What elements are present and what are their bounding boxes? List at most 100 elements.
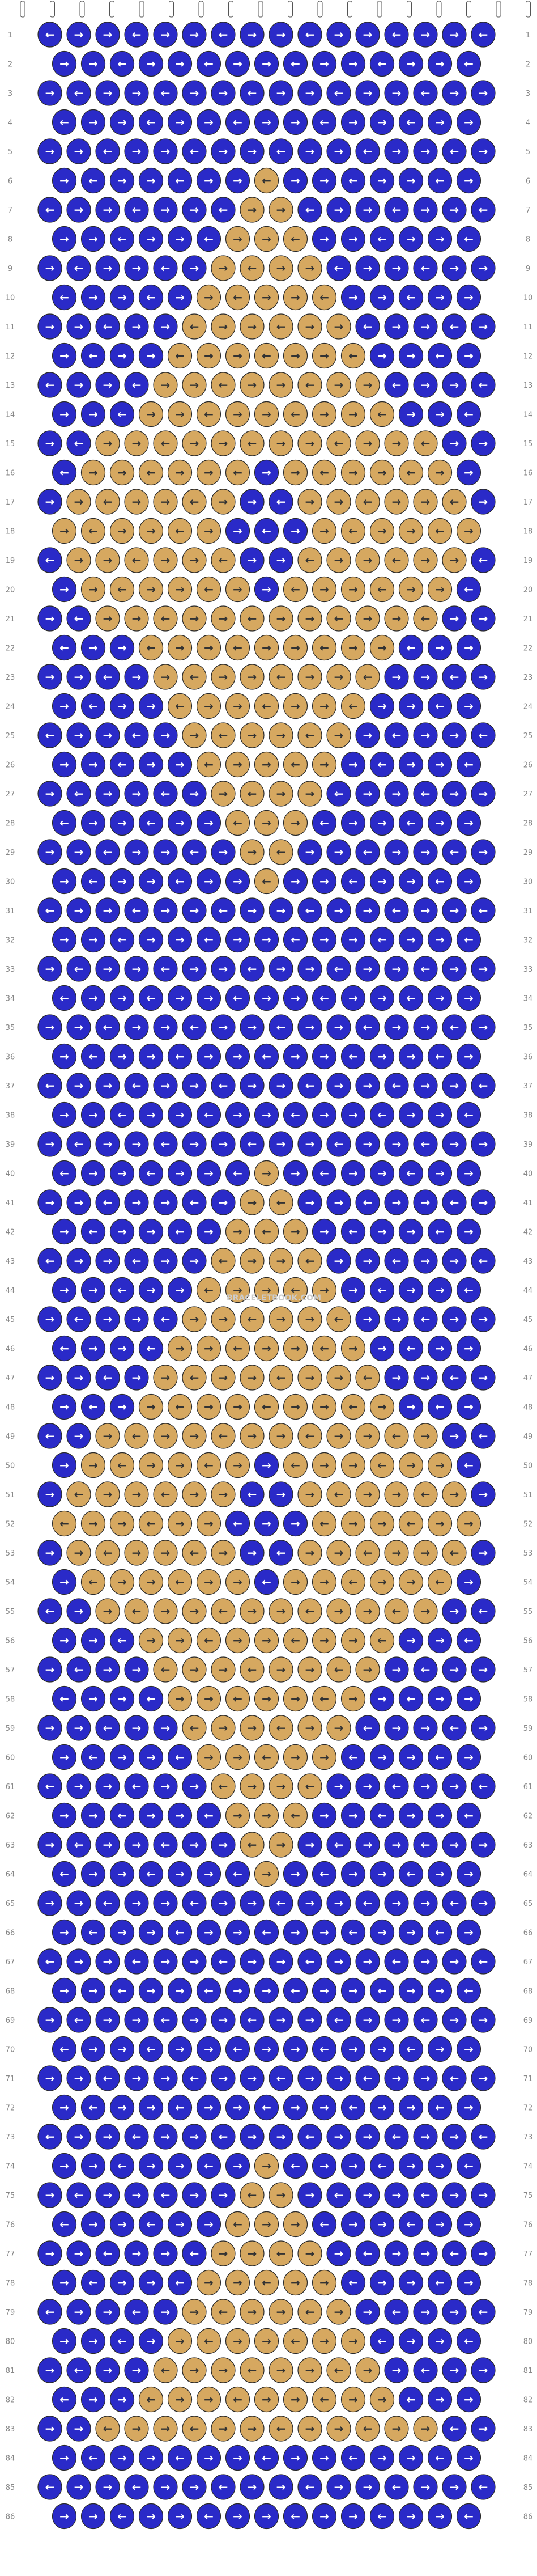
knot: → [413,2240,438,2266]
knot: → [52,1569,77,1595]
knot-arrow-icon: → [59,1459,69,1472]
knot: → [340,1685,366,1712]
knot-circle [355,22,380,48]
knot-circle [471,255,496,281]
knot-arrow-icon: → [175,2043,185,2056]
knot-arrow-icon: → [204,116,214,129]
knot-arrow-icon: → [377,466,387,480]
knot: → [124,138,149,164]
knot: → [80,1802,106,1829]
knot-arrow-icon: → [117,349,127,363]
knot-circle [240,1948,265,1975]
knot-arrow-icon: → [377,524,387,538]
knot-arrow-icon: → [276,1604,286,1618]
knot: → [153,22,178,48]
knot-circle [384,1248,409,1274]
knot-arrow-icon: ← [45,1079,55,1092]
knot: → [312,226,337,252]
knot-circle [109,1861,135,1887]
row-number-left: 75 [6,2192,15,2200]
knot-arrow-icon: → [103,962,113,976]
knot-circle [124,547,149,573]
knot: ← [384,547,409,573]
knot: → [95,1248,120,1274]
knot-arrow-icon: → [435,641,445,655]
knot: ← [240,80,265,106]
row-number-right: 77 [523,2250,533,2259]
knot-arrow-icon: → [248,845,257,859]
thread-top [79,1,85,18]
knot: ← [369,1101,395,1128]
knot: → [138,342,164,369]
knot-arrow-icon: → [319,1634,329,1647]
knot-circle [384,547,409,573]
knot-arrow-icon: → [276,2013,286,2027]
knot-arrow-icon: ← [464,1984,474,1998]
knot-circle [80,226,106,252]
knot: → [456,2094,481,2121]
knot-circle [240,781,265,807]
knot: → [456,1393,481,1420]
knot: → [182,255,207,281]
knot-circle [413,138,438,164]
knot: → [167,109,193,135]
knot-arrow-icon: → [479,1020,488,1034]
knot: ← [456,576,481,603]
knot-circle [268,1306,293,1332]
knot: → [95,722,120,748]
row-number-right: 42 [523,1228,533,1237]
knot-circle [124,1890,149,1916]
knot-arrow-icon: → [262,933,271,947]
knot-arrow-icon: ← [175,1575,185,1589]
knot-circle [283,693,308,719]
knot-arrow-icon: → [435,992,445,1005]
knot-arrow-icon: → [117,641,127,655]
knot-circle [268,1131,293,1157]
knot-arrow-icon: → [117,1751,127,1764]
knot-circle [413,1365,438,1391]
knot-arrow-icon: ← [103,1020,113,1034]
knot: ← [369,50,395,77]
knot-arrow-icon: → [276,1254,286,1268]
knot: → [456,693,481,719]
knot-circle [268,956,293,982]
knot-arrow-icon: ← [435,1050,445,1064]
knot: → [95,22,120,48]
knot: → [355,1248,380,1274]
knot-arrow-icon: → [421,670,431,684]
knot-arrow-icon: → [132,1838,142,1852]
knot: → [37,2065,62,2091]
knot-circle [225,1685,250,1712]
row-number-right: 35 [523,1024,533,1032]
knot-arrow-icon: → [219,2422,228,2435]
knot-circle [95,722,120,748]
knot-arrow-icon: ← [161,962,171,976]
knot-circle [182,313,207,340]
knot-circle [340,810,366,836]
knot: ← [340,693,366,719]
knot: → [95,2007,120,2033]
knot-circle [167,1452,193,1478]
knot-arrow-icon: ← [348,700,358,713]
knot: ← [355,489,380,515]
watermark: BRACELETBOOK.COM [227,1294,321,1303]
knot: → [109,1861,135,1887]
knot-arrow-icon: → [103,904,113,917]
knot-arrow-icon: → [464,2043,474,2056]
knot: → [196,518,221,544]
knot: → [326,1248,351,1274]
knot-circle [196,751,221,778]
knot: → [225,401,250,427]
knot-arrow-icon: → [146,1984,156,1998]
knot-arrow-icon: ← [276,845,286,859]
knot-circle [37,1890,62,1916]
knot: → [326,1073,351,1099]
knot-circle [95,1832,120,1858]
knot: ← [268,313,293,340]
knot-arrow-icon: → [421,845,431,859]
knot-circle [124,1073,149,1099]
knot: → [153,2474,178,2500]
knot-circle [109,1627,135,1654]
knot-arrow-icon: ← [392,2305,402,2319]
knot: → [398,1218,424,1245]
